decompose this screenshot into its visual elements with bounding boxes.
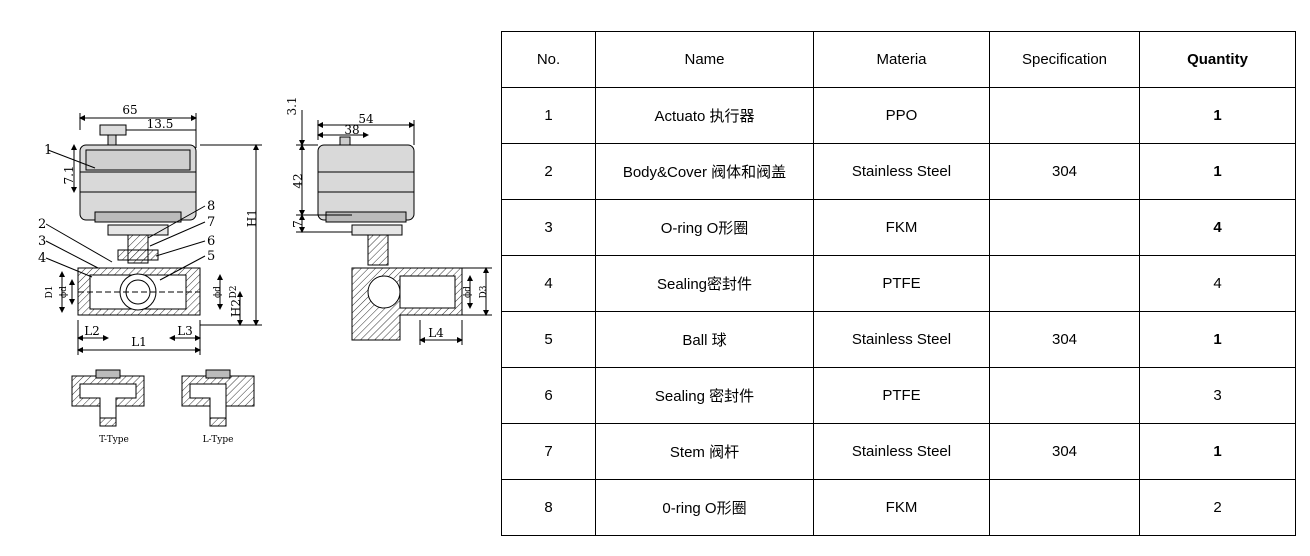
l-type-diagram (181, 369, 255, 427)
cell-quantity: 4 (1139, 255, 1296, 312)
front-view (45, 113, 262, 355)
cell-name: Ball 球 (595, 311, 814, 368)
cell-no: 6 (501, 367, 596, 424)
dim-l2: L2 (84, 324, 100, 338)
callout-6: 6 (207, 234, 215, 249)
cell-no: 3 (501, 199, 596, 256)
dim-l1: L1 (131, 335, 147, 349)
header-material: Materia (813, 31, 990, 88)
parts-table: No. Name Materia Specification Quantity … (501, 31, 1296, 536)
dim-42: 42 (291, 173, 305, 188)
cell-material: PTFE (813, 367, 990, 424)
cell-material: PPO (813, 87, 990, 144)
cell-material: PTFE (813, 255, 990, 312)
cell-quantity: 1 (1139, 423, 1296, 480)
dim-d2-phi: ϕd (213, 286, 223, 298)
dim-3-1: 3.1 (285, 96, 299, 115)
dim-h1: H1 (245, 209, 259, 227)
dim-7-1: 7.1 (62, 165, 76, 184)
dim-d3-phi: ϕd (463, 286, 473, 298)
cell-name: O-ring O形圈 (595, 199, 814, 256)
cell-material: FKM (813, 479, 990, 536)
cell-no: 8 (501, 479, 596, 536)
callout-3: 3 (38, 234, 46, 249)
cell-specification (989, 479, 1140, 536)
cell-specification: 304 (989, 311, 1140, 368)
t-type-diagram (71, 369, 145, 427)
cell-quantity: 1 (1139, 143, 1296, 200)
dim-h2: H2 (229, 299, 243, 317)
front-view-labels: 65 13.5 7.1 H1 H2 ϕd D2 D1 ϕd L1 L2 L3 1… (38, 103, 259, 349)
dim-l3: L3 (177, 324, 193, 338)
dim-65: 65 (122, 103, 137, 117)
table-header-row: No. Name Materia Specification Quantity (501, 31, 1296, 88)
cell-material: Stainless Steel (813, 311, 990, 368)
dim-d2: D2 (229, 286, 239, 299)
callout-8: 8 (207, 199, 215, 214)
header-quantity: Quantity (1139, 31, 1296, 88)
callout-2: 2 (38, 217, 46, 232)
t-type-label: T-Type (99, 435, 129, 445)
dim-13-5: 13.5 (147, 117, 174, 131)
callout-1: 1 (44, 143, 52, 158)
dim-d1: D1 (45, 286, 55, 299)
cell-name: 0-ring O形圈 (595, 479, 814, 536)
callout-7: 7 (207, 215, 215, 230)
cell-quantity: 1 (1139, 311, 1296, 368)
cell-material: Stainless Steel (813, 143, 990, 200)
cell-no: 7 (501, 423, 596, 480)
cell-specification: 304 (989, 423, 1140, 480)
l-type-label: L-Type (203, 435, 234, 445)
cell-specification (989, 255, 1140, 312)
cell-specification (989, 199, 1140, 256)
cell-material: Stainless Steel (813, 423, 990, 480)
dim-d1-phi: ϕd (59, 286, 69, 298)
cell-no: 2 (501, 143, 596, 200)
header-no: No. (501, 31, 596, 88)
cell-name: Sealing 密封件 (595, 367, 814, 424)
valve-technical-drawing: 65 13.5 7.1 H1 H2 ϕd D2 D1 ϕd L1 L2 L3 1… (38, 96, 492, 445)
dim-38: 38 (344, 123, 359, 137)
header-name: Name (595, 31, 814, 88)
cell-quantity: 2 (1139, 479, 1296, 536)
dim-l4: L4 (428, 326, 444, 340)
dim-7: 7 (291, 220, 305, 228)
cell-no: 1 (501, 87, 596, 144)
cell-specification (989, 367, 1140, 424)
dim-54: 54 (358, 112, 374, 126)
cell-quantity: 4 (1139, 199, 1296, 256)
cell-name: Stem 阀杆 (595, 423, 814, 480)
side-view-labels: 54 38 3.1 42 7 ϕd D3 L4 (285, 96, 489, 340)
cell-name: Actuato 执行器 (595, 87, 814, 144)
cell-name: Body&Cover 阀体和阀盖 (595, 143, 814, 200)
cell-material: FKM (813, 199, 990, 256)
cell-name: Sealing密封件 (595, 255, 814, 312)
dim-d3: D3 (479, 285, 489, 298)
callout-5: 5 (207, 249, 215, 264)
callout-4: 4 (38, 251, 46, 266)
cell-quantity: 3 (1139, 367, 1296, 424)
cell-quantity: 1 (1139, 87, 1296, 144)
cell-specification (989, 87, 1140, 144)
header-specification: Specification (989, 31, 1140, 88)
side-view (296, 110, 492, 345)
cell-no: 5 (501, 311, 596, 368)
cell-no: 4 (501, 255, 596, 312)
cell-specification: 304 (989, 143, 1140, 200)
